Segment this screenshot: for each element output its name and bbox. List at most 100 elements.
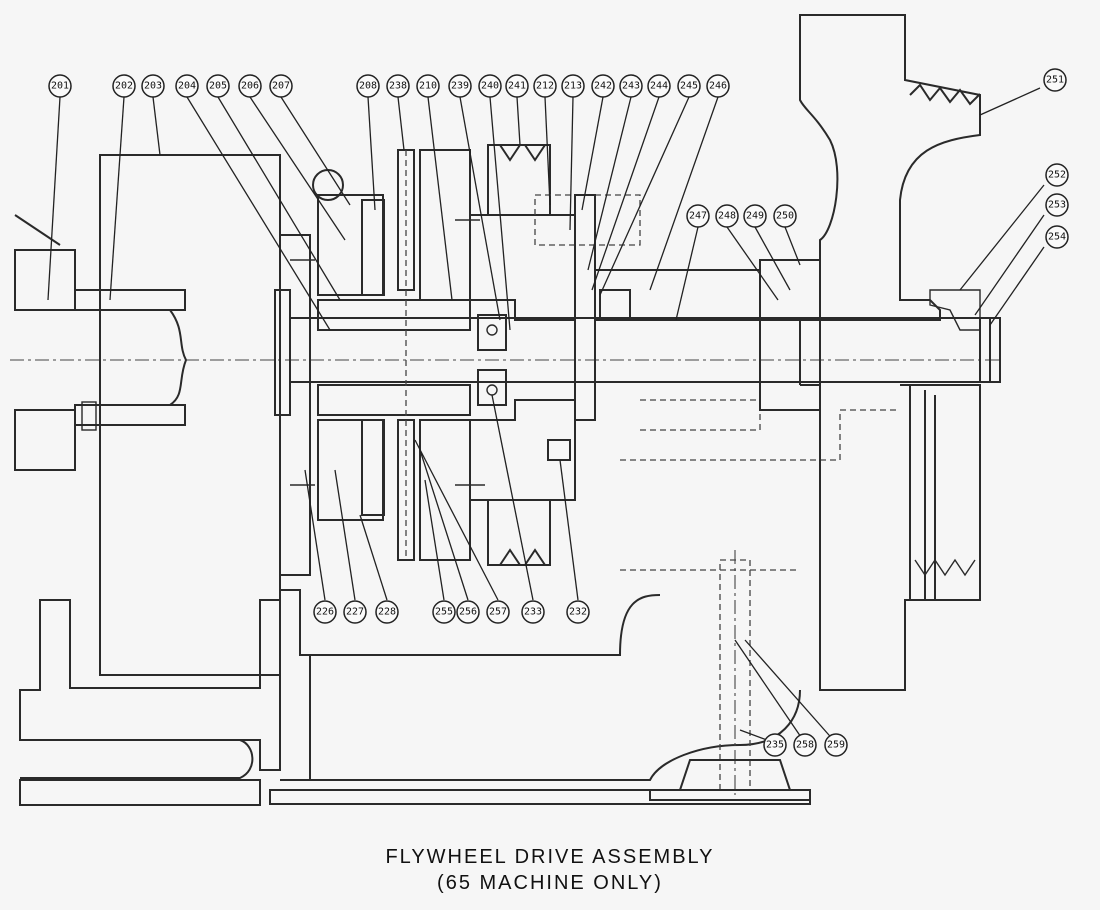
callout-228: 228 (375, 600, 399, 624)
base-plate (269, 789, 811, 805)
sleeve-lower (74, 404, 186, 426)
callout-259: 259 (824, 733, 848, 757)
pulley-web-upper (419, 149, 471, 301)
callout-241: 241 (505, 74, 529, 98)
svg-text:201: 201 (51, 81, 69, 92)
callout-244: 244 (647, 74, 671, 98)
svg-text:238: 238 (389, 81, 407, 92)
svg-text:244: 244 (650, 81, 668, 92)
svg-text:213: 213 (564, 81, 582, 92)
callout-208: 208 (356, 74, 380, 98)
svg-text:247: 247 (689, 211, 707, 222)
svg-text:254: 254 (1048, 232, 1066, 243)
svg-text:241: 241 (508, 81, 526, 92)
svg-text:257: 257 (489, 607, 507, 618)
callout-204: 204 (175, 74, 199, 98)
svg-text:202: 202 (115, 81, 133, 92)
callout-bubbles: 201 202 203 204 205 206 207 208 238 210 … (48, 68, 1069, 757)
svg-text:259: 259 (827, 740, 845, 751)
svg-text:248: 248 (718, 211, 736, 222)
stand-base (649, 789, 811, 801)
callout-249: 249 (743, 204, 767, 228)
callout-205: 205 (206, 74, 230, 98)
support-stand (649, 550, 811, 801)
small-pulley (419, 144, 576, 566)
drive-flange (274, 234, 315, 576)
pulley-hub-lower (469, 399, 576, 501)
svg-text:206: 206 (241, 81, 259, 92)
left-bearing-block-lower (14, 409, 76, 471)
svg-text:256: 256 (459, 607, 477, 618)
callout-210: 210 (416, 74, 440, 98)
leader-lines (47, 87, 1045, 744)
svg-text:240: 240 (481, 81, 499, 92)
motor-shaft-end (95, 309, 188, 406)
callout-243: 243 (619, 74, 643, 98)
svg-text:226: 226 (316, 607, 334, 618)
callout-247: 247 (686, 204, 710, 228)
motor-housing (14, 154, 281, 676)
callout-201: 201 (48, 74, 72, 98)
svg-text:242: 242 (594, 81, 612, 92)
callout-232: 232 (566, 600, 590, 624)
key (81, 401, 97, 431)
svg-text:245: 245 (680, 81, 698, 92)
pulley-hub-upper (469, 214, 576, 321)
callout-227: 227 (343, 600, 367, 624)
callout-212: 212 (533, 74, 557, 98)
callout-253: 253 (1045, 193, 1069, 217)
flywheel-rim-section (799, 14, 981, 321)
drive-shaft (289, 317, 991, 383)
drawing-title: FLYWHEEL DRIVE ASSEMBLY (385, 846, 715, 868)
callout-245: 245 (677, 74, 701, 98)
bearing-housing (534, 194, 761, 461)
spacer-plate (574, 194, 596, 421)
hub-upper (317, 299, 471, 331)
clutch-plate-lower (361, 419, 385, 516)
callout-235: 235 (763, 733, 787, 757)
hub-lower (317, 384, 471, 416)
callout-238: 238 (386, 74, 410, 98)
callout-254: 254 (1045, 225, 1069, 249)
base-casting-upper (19, 599, 281, 771)
svg-text:253: 253 (1048, 200, 1066, 211)
svg-text:212: 212 (536, 81, 554, 92)
base-rail (19, 779, 261, 806)
callout-251: 251 (1043, 68, 1067, 92)
gear-outline-dashed (534, 194, 641, 246)
flywheel (799, 14, 1001, 691)
sleeve-upper (74, 289, 186, 311)
callout-255: 255 (432, 600, 456, 624)
svg-text:227: 227 (346, 607, 364, 618)
pillow-block-body (759, 319, 821, 411)
svg-text:255: 255 (435, 607, 453, 618)
callout-248: 248 (715, 204, 739, 228)
callout-203: 203 (141, 74, 165, 98)
svg-text:203: 203 (144, 81, 162, 92)
callout-239: 239 (448, 74, 472, 98)
taper-bearing (599, 289, 631, 319)
svg-text:249: 249 (746, 211, 764, 222)
clutch-hub (312, 149, 471, 561)
callout-240: 240 (478, 74, 502, 98)
svg-text:204: 204 (178, 81, 196, 92)
svg-text:243: 243 (622, 81, 640, 92)
svg-text:239: 239 (451, 81, 469, 92)
svg-text:228: 228 (378, 607, 396, 618)
clutch-plate-upper (361, 199, 385, 296)
callout-206: 206 (238, 74, 262, 98)
svg-text:258: 258 (796, 740, 814, 751)
svg-text:208: 208 (359, 81, 377, 92)
callout-233: 233 (521, 600, 545, 624)
base-frame (19, 589, 811, 806)
svg-text:210: 210 (419, 81, 437, 92)
svg-text:233: 233 (524, 607, 542, 618)
motor-body (99, 154, 281, 676)
callout-207: 207 (269, 74, 293, 98)
callout-258: 258 (793, 733, 817, 757)
ball-bearing-lower (477, 369, 507, 406)
callout-256: 256 (456, 600, 480, 624)
svg-text:252: 252 (1048, 170, 1066, 181)
